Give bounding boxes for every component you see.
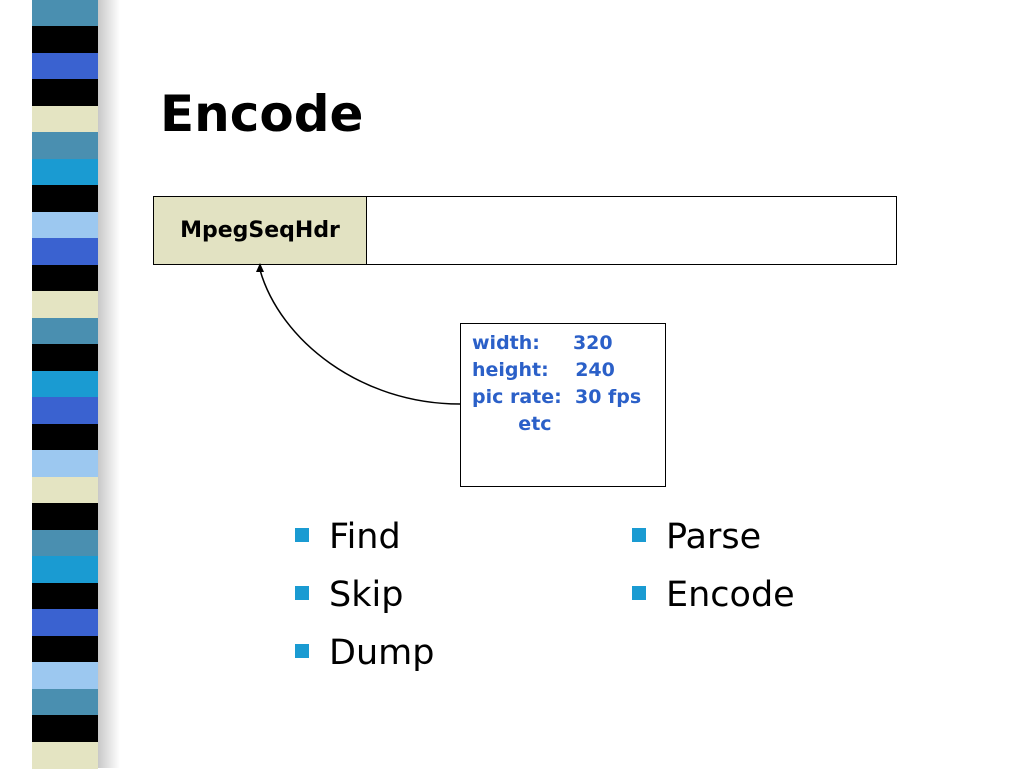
stripe bbox=[32, 556, 98, 584]
stripe bbox=[32, 423, 98, 452]
stream-bar-remainder bbox=[366, 196, 897, 265]
info-line-pic-rate: pic rate: 30 fps bbox=[472, 386, 642, 408]
slide-title: Encode bbox=[160, 85, 364, 143]
square-bullet-icon bbox=[295, 586, 309, 600]
decorative-stripe-band bbox=[32, 0, 98, 769]
stripe bbox=[32, 609, 98, 637]
stripe-shadow bbox=[98, 0, 120, 768]
square-bullet-icon bbox=[295, 644, 309, 658]
stripe bbox=[32, 238, 98, 266]
stripe bbox=[32, 52, 98, 81]
bullet-label: Parse bbox=[666, 517, 762, 557]
stripe bbox=[32, 635, 98, 664]
square-bullet-icon bbox=[295, 528, 309, 542]
stripe bbox=[32, 291, 98, 319]
stripe bbox=[32, 317, 98, 346]
stripe bbox=[32, 370, 98, 399]
square-bullet-icon bbox=[632, 528, 646, 542]
stripe bbox=[32, 79, 98, 107]
seq-hdr-info-box: width: 320 height: 240 pic rate: 30 fps … bbox=[460, 323, 666, 487]
stripe bbox=[32, 529, 98, 558]
bullet-label: Find bbox=[329, 517, 401, 557]
stripe bbox=[32, 185, 98, 213]
stripe bbox=[32, 688, 98, 717]
stripe bbox=[32, 397, 98, 425]
stripe bbox=[32, 344, 98, 372]
stripe bbox=[32, 0, 98, 28]
info-line-width: width: 320 bbox=[472, 332, 613, 354]
callout-arrow-line bbox=[259, 269, 461, 405]
stripe bbox=[32, 158, 98, 187]
stripe bbox=[32, 582, 98, 611]
stripe bbox=[32, 105, 98, 134]
bullet-item: Skip bbox=[295, 575, 403, 615]
bullet-label: Skip bbox=[329, 575, 404, 615]
stripe bbox=[32, 503, 98, 531]
stripe bbox=[32, 211, 98, 240]
info-line-etc: etc bbox=[472, 413, 552, 435]
info-line-height: height: 240 bbox=[472, 359, 615, 381]
stripe bbox=[32, 476, 98, 505]
stripe bbox=[32, 132, 98, 160]
square-bullet-icon bbox=[632, 586, 646, 600]
bullet-label: Dump bbox=[329, 633, 435, 673]
stripe bbox=[32, 662, 98, 690]
stripe bbox=[32, 450, 98, 478]
stripe bbox=[32, 741, 98, 769]
stripe bbox=[32, 264, 98, 293]
arrowhead-icon bbox=[256, 263, 264, 272]
stripe bbox=[32, 26, 98, 54]
bullet-item: Find bbox=[295, 517, 401, 557]
stripe bbox=[32, 715, 98, 743]
bullet-label: Encode bbox=[666, 575, 795, 615]
mpeg-seq-hdr-cell: MpegSeqHdr bbox=[153, 196, 367, 265]
bullet-item: Dump bbox=[295, 633, 434, 673]
bullet-item: Parse bbox=[632, 517, 761, 557]
bullet-item: Encode bbox=[632, 575, 795, 615]
